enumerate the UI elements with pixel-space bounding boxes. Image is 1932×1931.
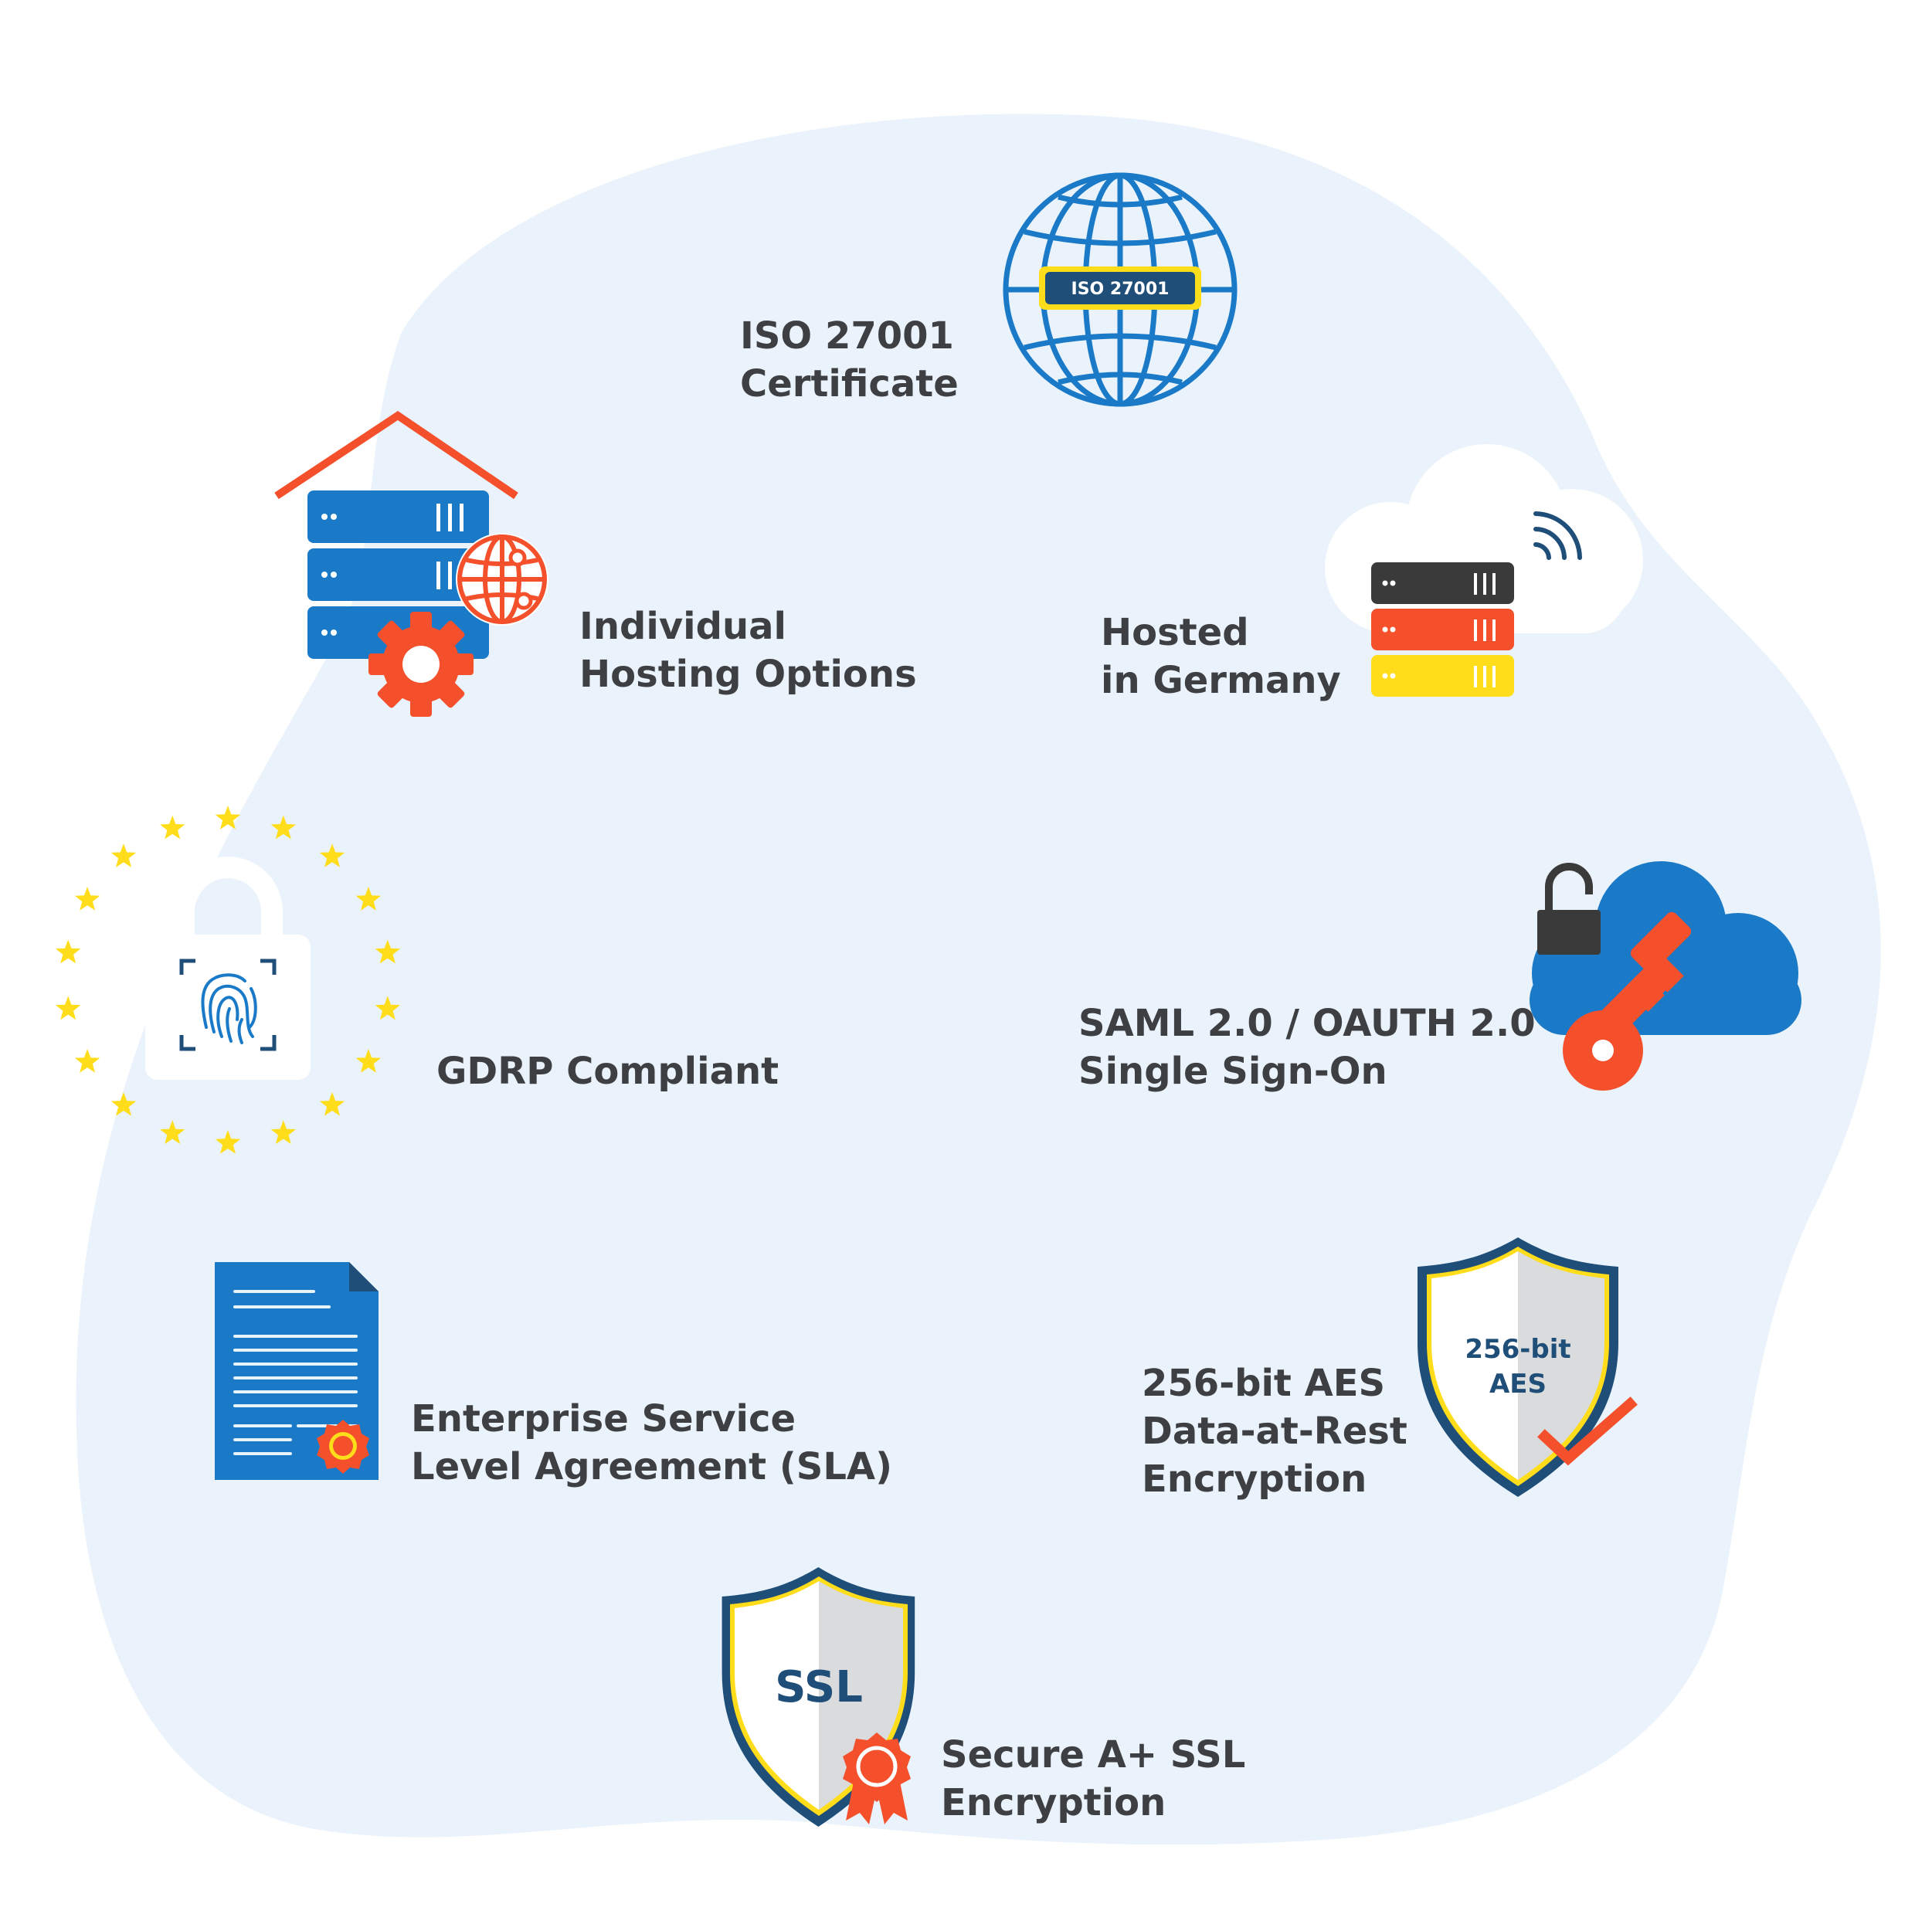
eu-star-icon: [160, 1120, 185, 1145]
ssl-encryption-label: Secure A+ SSL Encryption: [941, 1731, 1245, 1827]
hosting-options-label: Individual Hosting Options: [579, 602, 917, 698]
eu-star-icon: [110, 1091, 137, 1116]
sla-label: Enterprise Service Level Agreement (SLA): [411, 1395, 892, 1491]
label-line: SAML 2.0 / OAUTH 2.0: [1078, 1002, 1536, 1045]
globe-certificate-icon: ISO 27001: [997, 166, 1244, 413]
label-line: Hosted: [1101, 611, 1249, 654]
cloud-server-icon: [1317, 433, 1665, 703]
eu-padlock-fingerprint-icon: [42, 796, 413, 1166]
label-line: Data-at-Rest: [1142, 1410, 1407, 1453]
label-line: in Germany: [1101, 659, 1341, 702]
sso-label: SAML 2.0 / OAUTH 2.0 Single Sign-On: [1078, 999, 1536, 1095]
label-line: Encryption: [1142, 1458, 1367, 1501]
eu-star-icon: [375, 996, 400, 1020]
aes-badge-line: 256-bit: [1465, 1334, 1570, 1365]
eu-star-icon: [56, 996, 81, 1020]
label-line: Certificate: [740, 362, 959, 406]
iso-badge-text: ISO 27001: [1071, 280, 1170, 299]
eu-star-icon: [215, 1130, 241, 1154]
label-line: 256-bit AES: [1142, 1362, 1386, 1405]
aes-shield-icon: 256-bit AES: [1410, 1234, 1642, 1501]
document-seal-icon: [213, 1261, 380, 1481]
label-line: Single Sign-On: [1078, 1050, 1387, 1093]
hosted-germany-label: Hosted in Germany: [1101, 609, 1341, 704]
eu-star-icon: [319, 843, 345, 867]
eu-star-icon: [56, 939, 81, 964]
server-house-icon: [270, 409, 556, 718]
eu-star-icon: [160, 815, 185, 840]
eu-star-icon: [270, 1120, 296, 1145]
eu-star-icon: [319, 1091, 345, 1116]
label-line: Enterprise Service: [411, 1397, 796, 1441]
aes-encryption-label: 256-bit AES Data-at-Rest Encryption: [1142, 1359, 1407, 1503]
iso-certificate-label: ISO 27001 Certificate: [740, 312, 959, 408]
label-line: Level Agreement (SLA): [411, 1445, 893, 1488]
eu-star-icon: [270, 815, 296, 840]
eu-star-icon: [355, 1049, 381, 1073]
gdpr-compliant-label: GDRP Compliant: [436, 1047, 779, 1095]
label-line: Individual: [579, 605, 786, 648]
eu-star-icon: [75, 1049, 100, 1073]
eu-star-icon: [355, 887, 381, 911]
label-line: Encryption: [941, 1781, 1166, 1824]
aes-badge-line: AES: [1489, 1369, 1547, 1400]
ssl-badge-text: SSL: [775, 1662, 863, 1712]
label-line: ISO 27001: [740, 314, 954, 358]
ssl-shield-icon: SSL: [715, 1564, 923, 1827]
label-line: GDRP Compliant: [436, 1050, 779, 1093]
eu-star-icon: [75, 887, 100, 911]
label-line: Secure A+ SSL: [941, 1733, 1246, 1777]
eu-star-icon: [375, 939, 400, 964]
label-line: Hosting Options: [579, 653, 917, 696]
eu-star-icon: [110, 843, 137, 867]
eu-star-icon: [215, 806, 241, 830]
cloud-key-icon: [1514, 850, 1808, 1097]
